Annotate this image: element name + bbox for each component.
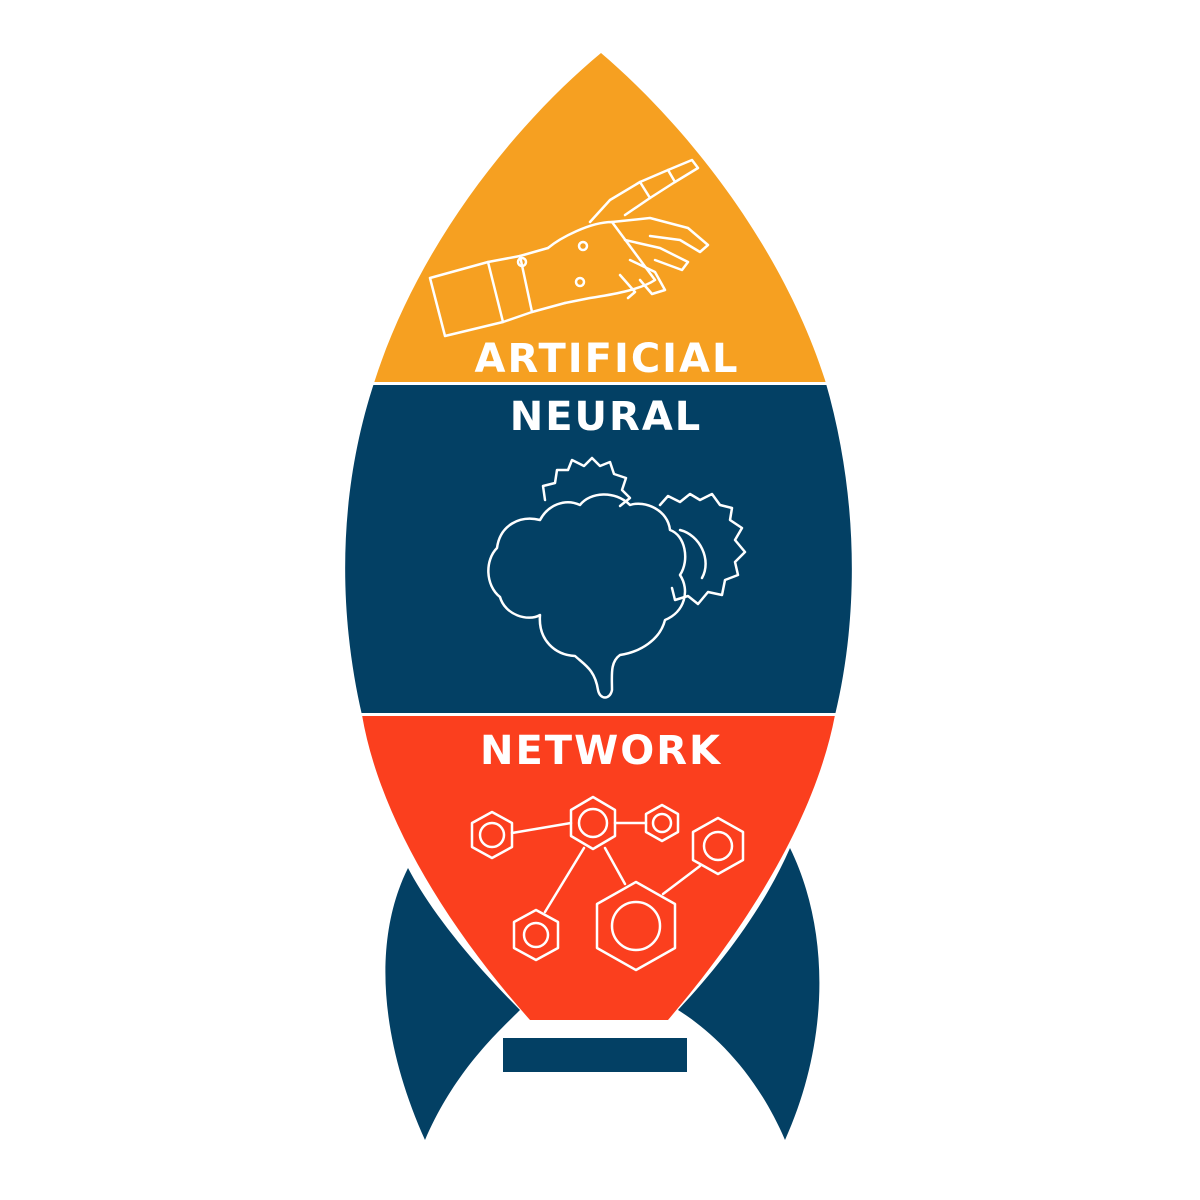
label-network: NETWORK bbox=[480, 728, 722, 774]
brain-gears-icon bbox=[487, 456, 747, 699]
label-neural: NEURAL bbox=[510, 394, 703, 440]
middle-section bbox=[345, 385, 852, 713]
molecule-network-icon bbox=[470, 795, 745, 972]
label-artificial: ARTIFICIAL bbox=[474, 336, 739, 382]
robot-hand-icon bbox=[428, 158, 710, 338]
right-fin bbox=[678, 848, 820, 1140]
rocket-body bbox=[345, 53, 852, 1020]
rocket-nozzle bbox=[503, 1038, 687, 1072]
left-fin bbox=[385, 868, 520, 1140]
